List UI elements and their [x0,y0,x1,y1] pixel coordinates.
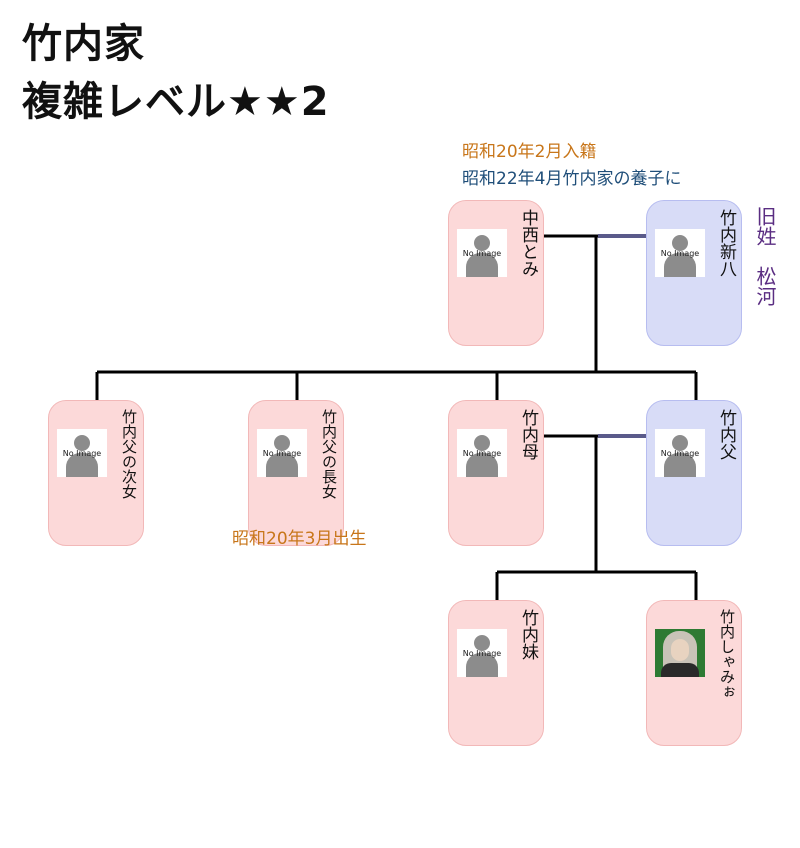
person-card-nakanishi-tomi: No Image 中西とみ [448,200,544,346]
person-placeholder-icon: No Image [57,429,107,477]
person-card-sister: No Image 竹内妹 [448,600,544,746]
person-card-shamio: 竹内しゃみぉ [646,600,742,746]
person-name: 竹内父の次女 [120,409,138,499]
person-card-eldest-daughter: No Image 竹内父の長女 [248,400,344,546]
person-placeholder-icon: No Image [655,429,705,477]
person-name: 中西とみ [518,209,538,277]
person-placeholder-icon: No Image [457,629,507,677]
person-placeholder-icon: No Image [457,229,507,277]
person-placeholder-icon: No Image [457,429,507,477]
person-card-second-daughter: No Image 竹内父の次女 [48,400,144,546]
note-former-surname: 旧姓 松河 [753,206,777,306]
person-card-takeuchi-shinpachi: No Image 竹内新八 [646,200,742,346]
person-placeholder-icon: No Image [257,429,307,477]
person-card-mother: No Image 竹内母 [448,400,544,546]
note-marriage-registration: 昭和20年2月入籍 [462,142,597,162]
person-placeholder-icon: No Image [655,229,705,277]
person-name: 竹内妹 [518,609,538,660]
page-title: 竹内家 [22,21,145,67]
person-card-father: No Image 竹内父 [646,400,742,546]
person-name: 竹内母 [518,409,538,460]
note-eldest-birth: 昭和20年3月出生 [232,529,367,549]
person-name: 竹内しゃみぉ [718,609,736,699]
portrait-photo-icon [655,629,705,677]
person-name: 竹内父の長女 [320,409,338,499]
note-adoption: 昭和22年4月竹内家の養子に [462,169,682,189]
person-name: 竹内父 [716,409,736,460]
page-subtitle: 複雑レベル★★2 [22,79,330,125]
person-name: 竹内新八 [716,209,736,277]
